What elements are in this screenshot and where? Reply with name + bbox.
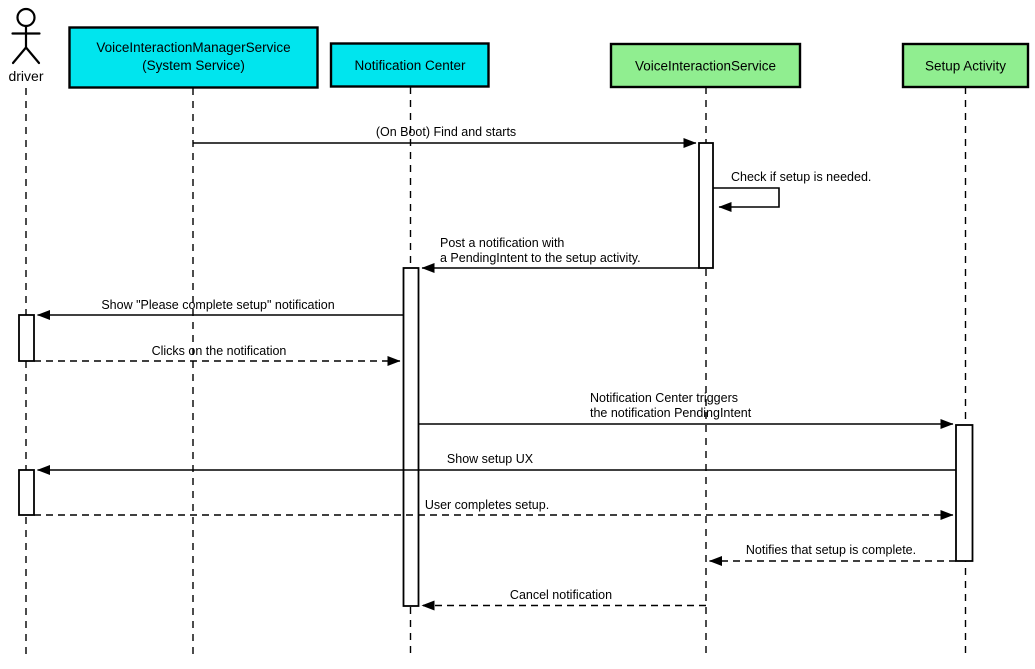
participant-label: VoiceInteractionService	[635, 59, 776, 74]
message-self-arrow	[713, 187, 780, 212]
participant-box	[609, 42, 802, 89]
participant-box	[329, 42, 490, 88]
message-label: Show setup UX	[447, 452, 534, 466]
message-label-line1: Notification Center triggers	[590, 391, 738, 405]
message-label-line1: Post a notification with	[440, 236, 564, 250]
participant-voice-interaction-manager-service: VoiceInteractionManagerService (System S…	[68, 26, 319, 89]
message-check-if-setup-is-needed: Check if setup is needed.	[713, 170, 871, 212]
message-label: User completes setup.	[425, 498, 549, 512]
participant-box	[68, 26, 319, 89]
message-label: Show "Please complete setup" notificatio…	[101, 298, 334, 312]
actor-figure-icon	[11, 7, 41, 65]
participant-label: Notification Center	[354, 58, 466, 73]
message-label-line2: the notification PendingIntent	[590, 406, 752, 420]
activation-bar-driver-1	[18, 314, 35, 362]
message-label: (On Boot) Find and starts	[376, 125, 516, 139]
message-cancel-notification: Cancel notification	[421, 588, 706, 611]
message-label: Notifies that setup is complete.	[746, 543, 916, 557]
message-show-setup-ux: Show setup UX	[37, 452, 956, 475]
participant-label: Setup Activity	[925, 59, 1006, 74]
participant-label-driver: driver	[8, 68, 43, 84]
participant-voice-interaction-service: VoiceInteractionService	[609, 42, 802, 89]
participant-box	[901, 42, 1030, 89]
participant-label: VoiceInteractionManagerService	[96, 40, 290, 55]
activation-bar-voice-interaction-service	[698, 142, 714, 269]
participant-driver: driver	[8, 7, 44, 84]
message-show-please-complete-setup-notification: Show "Please complete setup" notificatio…	[37, 298, 403, 320]
activation-bar-notification-center	[402, 267, 420, 607]
message-notification-center-triggers-pendingintent: Notification Center triggers the notific…	[418, 391, 954, 429]
message-user-completes-setup: User completes setup.	[34, 498, 954, 520]
message-post-a-notification: Post a notification with a PendingIntent…	[421, 236, 699, 273]
participant-setup-activity: Setup Activity	[901, 42, 1030, 89]
participant-sublabel: (System Service)	[142, 58, 245, 73]
message-label-line2: a PendingIntent to the setup activity.	[440, 251, 641, 265]
activation-bar-driver-2	[18, 469, 35, 516]
message-label: Check if setup is needed.	[731, 170, 871, 184]
message-on-boot-find-and-starts: (On Boot) Find and starts	[193, 125, 697, 148]
message-notifies-setup-complete: Notifies that setup is complete.	[709, 543, 956, 566]
activation-bar-setup-activity	[955, 424, 974, 562]
message-label: Clicks on the notification	[152, 344, 287, 358]
participant-notification-center: Notification Center	[329, 42, 490, 88]
message-clicks-on-the-notification: Clicks on the notification	[34, 344, 401, 366]
message-label: Cancel notification	[510, 588, 612, 602]
